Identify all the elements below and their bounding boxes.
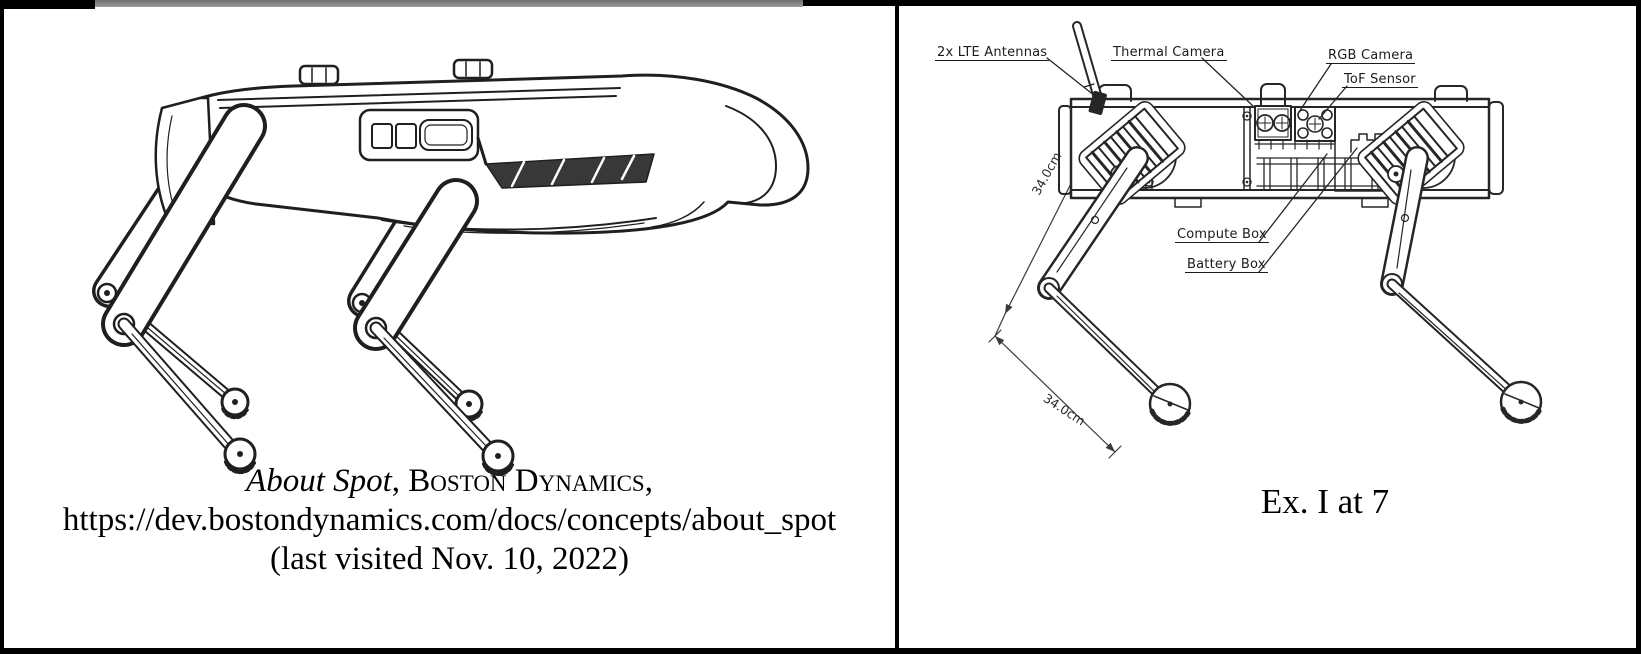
right-leg (1380, 146, 1543, 424)
spot-near-rear-leg (101, 103, 267, 475)
spot-top-handle-2 (452, 58, 494, 80)
module-base-comb (1254, 139, 1336, 150)
label-compute-box: Compute Box (1175, 227, 1269, 243)
spot-control-panel (358, 108, 480, 162)
table-border-top-left-segment (0, 0, 95, 9)
label-rgb-camera: RGB Camera (1326, 48, 1416, 64)
table-border-bottom (0, 648, 1641, 654)
label-lte-antennas: 2x LTE Antennas (935, 45, 1050, 61)
caption-title: About Spot (246, 463, 392, 499)
table-column-divider (895, 0, 899, 654)
right-figure-caption: Ex. I at 7 (1260, 482, 1390, 521)
left-figure-caption: About Spot, Boston Dynamics, https://dev… (4, 462, 895, 579)
thermal-camera-module (1254, 83, 1292, 141)
label-tof-sensor: ToF Sensor (1342, 72, 1418, 88)
table-border-top (0, 0, 1641, 6)
robot-engineering-diagram (988, 21, 1543, 459)
caption-publisher: Boston Dynamics (408, 463, 645, 499)
rgb-tof-module (1294, 106, 1336, 142)
lte-antenna (1072, 21, 1107, 115)
spot-robot-line-drawing (92, 58, 810, 477)
left-leg (1037, 146, 1192, 426)
label-thermal-camera: Thermal Camera (1111, 45, 1227, 61)
caption-url-line: https://dev.bostondynamics.com/docs/conc… (62, 502, 837, 538)
caption-citation-line: About Spot, Boston Dynamics, (246, 463, 653, 499)
left-figure-cell: About Spot, Boston Dynamics, https://dev… (4, 6, 895, 648)
right-figure-cell: 2x LTE Antennas Thermal Camera RGB Camer… (899, 6, 1636, 648)
table-border-top-gray-segment (95, 0, 803, 7)
caption-visited-line: (last visited Nov. 10, 2022) (270, 541, 629, 577)
spot-near-front-leg (353, 178, 515, 477)
leader-lines (1046, 57, 1358, 273)
spot-vent (485, 153, 655, 189)
spot-top-handle (298, 64, 340, 86)
table-border-left (0, 0, 4, 654)
table-border-right (1636, 0, 1641, 654)
label-battery-box: Battery Box (1185, 257, 1268, 273)
